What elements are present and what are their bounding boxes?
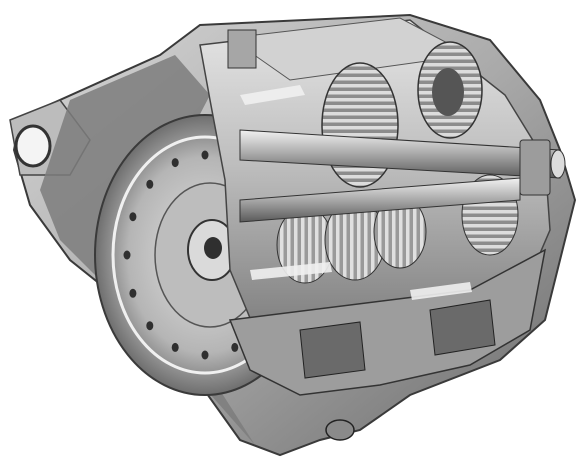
bolt-hole (171, 158, 179, 168)
bolt-hole (146, 179, 154, 189)
bolt-hole (123, 250, 131, 260)
counter-shaft (239, 177, 521, 223)
cut-face-1 (240, 85, 305, 105)
ring-gear-center (432, 68, 464, 116)
top-boss (227, 29, 257, 69)
mounting-hole (14, 124, 52, 168)
shaft-end (550, 149, 566, 179)
output-flange (519, 139, 551, 196)
bolt-hole (201, 350, 209, 360)
bolt-hole (129, 212, 137, 222)
base-pocket-left (299, 321, 366, 379)
cut-face-2 (250, 262, 332, 280)
shafts (239, 129, 566, 223)
bolt-hole (231, 342, 239, 352)
bolt-hole (171, 342, 179, 352)
lower-casting (228, 248, 547, 441)
drain-plug (325, 419, 355, 441)
bolt-hole (146, 321, 154, 331)
base-pocket-right (429, 299, 496, 356)
bolt-hole (129, 288, 137, 298)
cut-faces (240, 85, 472, 300)
cut-face-3 (410, 282, 472, 300)
hub-bore (204, 237, 222, 259)
bolt-hole (201, 150, 209, 160)
